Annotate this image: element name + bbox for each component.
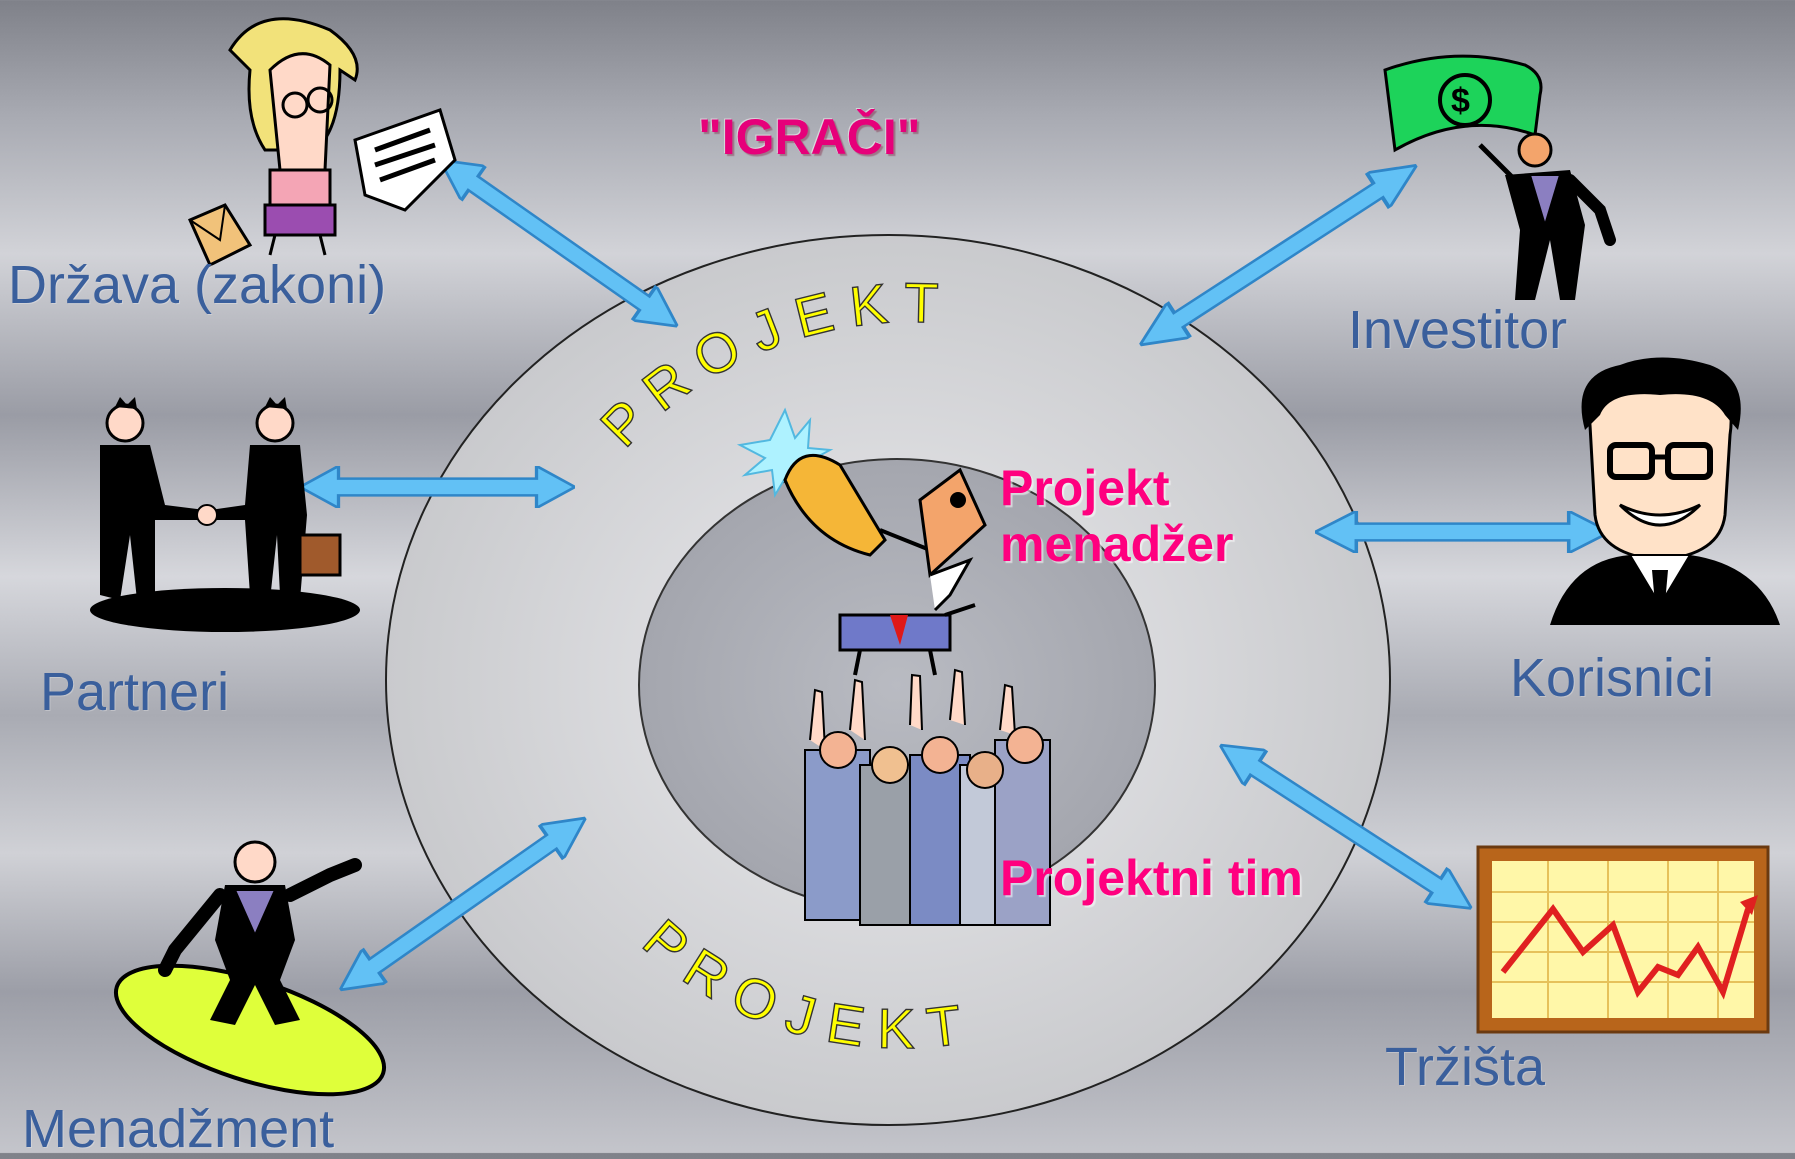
project-team-label: Projektni tim — [1000, 850, 1303, 906]
player-label-partneri: Partneri — [40, 662, 230, 722]
smiling-man-icon — [1550, 357, 1780, 625]
project-manager-line2: menadžer — [1000, 516, 1234, 572]
woman-with-letters-icon — [188, 17, 457, 268]
player-label-menadzment: Menadžment — [22, 1099, 335, 1159]
player-label-korisnici: Korisnici — [1510, 648, 1715, 708]
svg-text:$: $ — [1451, 82, 1470, 120]
arrow-drzava — [427, 142, 690, 344]
team-crowd-icon — [804, 668, 1051, 926]
player-label-trzista: Tržišta — [1385, 1037, 1545, 1097]
project-manager-line1: Projekt — [1000, 460, 1170, 516]
market-chart-icon — [1476, 845, 1770, 1034]
money-flag-icon: $ — [1383, 54, 1616, 300]
megaphone-manager-icon — [736, 407, 987, 676]
handshake-icon — [90, 397, 360, 632]
player-label-drzava: Država (zakoni) — [8, 255, 387, 315]
surfer-icon — [113, 840, 387, 1097]
project-manager-label: Projekt menadžer — [1000, 460, 1233, 572]
player-label-investitor: Investitor — [1348, 300, 1568, 360]
project-ring — [385, 234, 1391, 1126]
diagram-title: "IGRAČI" — [698, 109, 921, 165]
